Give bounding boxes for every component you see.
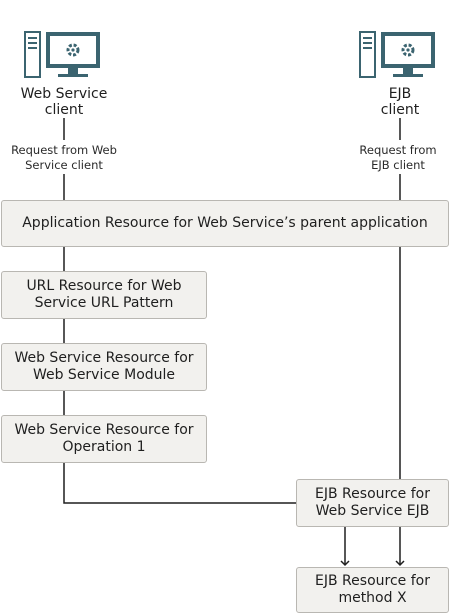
application-resource-box: Application Resource for Web Service’s p…	[1, 200, 449, 247]
url-resource-box: URL Resource for Web Service URL Pattern	[1, 271, 207, 319]
computer-gear-icon	[24, 31, 100, 78]
computer-gear-icon	[359, 31, 435, 78]
ejb-web-service-resource-box: EJB Resource for Web Service EJB	[296, 479, 449, 527]
web-service-client-label: Web Service client	[20, 86, 108, 118]
web-service-request-label: Request from Web Service client	[0, 143, 128, 173]
ejb-client-label: EJB client	[380, 86, 420, 118]
ejb-method-resource-box: EJB Resource for method X	[296, 567, 449, 613]
operation-to-ejb-line	[63, 463, 296, 504]
ejb-request-label: Request from EJB client	[346, 143, 450, 173]
web-service-operation-box: Web Service Resource for Operation 1	[1, 415, 207, 463]
web-service-module-box: Web Service Resource for Web Service Mod…	[1, 343, 207, 391]
